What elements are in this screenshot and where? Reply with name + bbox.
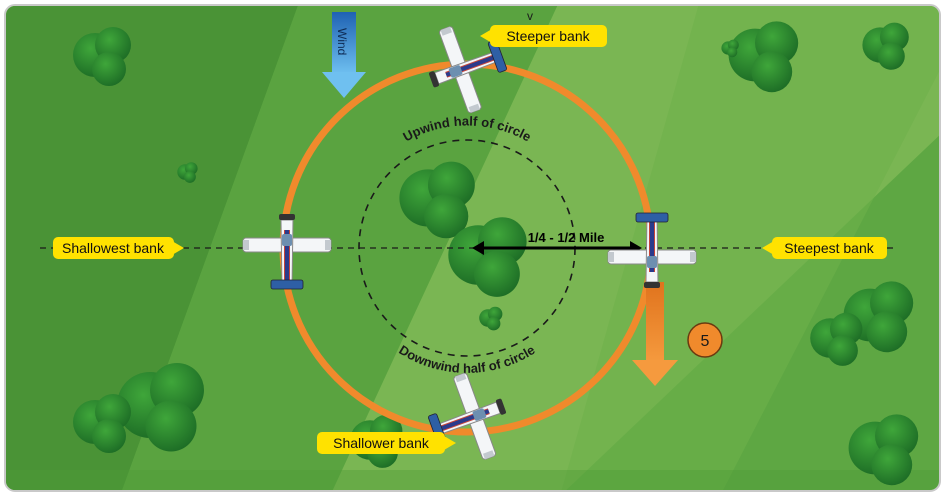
svg-text:Steeper bank: Steeper bank	[506, 28, 590, 44]
svg-text:Steepest bank: Steepest bank	[784, 240, 875, 256]
wind-arrow-icon	[322, 12, 366, 98]
wind-label: Wind	[335, 28, 349, 55]
svg-text:Shallower bank: Shallower bank	[333, 435, 430, 451]
distance-label: 1/4 - 1/2 Mile	[528, 230, 605, 245]
steeper-bank-callout: Steeper bank	[480, 25, 607, 47]
svg-text:Shallowest bank: Shallowest bank	[62, 240, 165, 256]
shallowest-bank-callout: Shallowest bank	[53, 237, 184, 259]
steepest-bank-callout: Steepest bank	[762, 237, 887, 259]
down-arrow-icon	[632, 282, 678, 386]
step-badge: 5	[687, 322, 723, 358]
shallower-bank-callout: Shallower bank	[317, 432, 456, 454]
svg-text:5: 5	[701, 333, 710, 350]
top-mark: v	[527, 9, 533, 23]
